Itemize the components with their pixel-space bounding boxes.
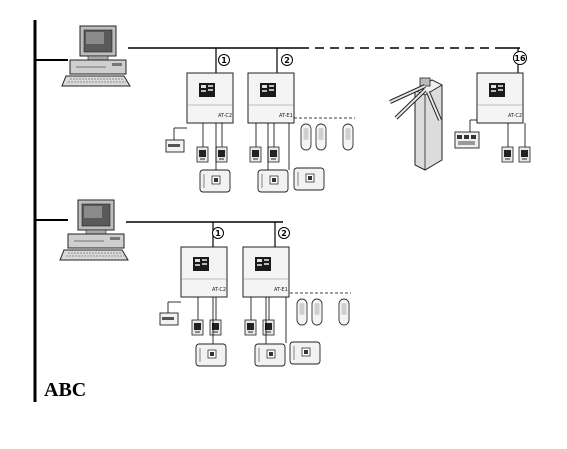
door-reader xyxy=(191,319,204,336)
bus-label: ABC xyxy=(44,379,86,401)
network-1-node-2: 2 AT-E1 xyxy=(247,48,355,193)
node-number-badge xyxy=(513,51,527,65)
controller-label: AT-C2 xyxy=(218,113,232,119)
network-2-node-1: 1 AT-C2 xyxy=(159,222,228,367)
workstation-1 xyxy=(61,25,131,87)
lock-power-unit xyxy=(254,343,286,367)
node-number-badge xyxy=(212,227,224,239)
lock-power-unit xyxy=(293,167,325,191)
node-number: 16 xyxy=(514,54,526,63)
tag-capsule xyxy=(342,123,354,151)
network-1-node-16: 16 AT-C2 xyxy=(389,48,531,171)
door-reader xyxy=(249,146,262,163)
controller-label: AT-E1 xyxy=(274,287,288,293)
tag-capsule xyxy=(315,123,327,151)
controller-label: AT-C2 xyxy=(508,113,522,119)
controller-label: AT-E1 xyxy=(279,113,293,119)
node-number-badge xyxy=(218,54,230,66)
door-reader xyxy=(215,146,228,163)
lock-power-unit xyxy=(199,169,231,193)
controller-label: AT-C2 xyxy=(212,287,226,293)
network-2-node-2: 2 AT-E1 xyxy=(242,222,351,367)
tag-capsule xyxy=(300,123,312,151)
node-number-badge xyxy=(281,54,293,66)
workstation-2 xyxy=(59,199,129,261)
card-reader-badge xyxy=(159,312,179,326)
node-number-badge xyxy=(278,227,290,239)
turnstile xyxy=(389,77,443,171)
door-reader xyxy=(244,319,257,336)
node-number: 1 xyxy=(221,56,227,65)
tag-capsule xyxy=(296,298,308,326)
lock-power-unit xyxy=(289,341,321,365)
node-number: 2 xyxy=(281,229,287,238)
node-number: 2 xyxy=(284,56,290,65)
door-reader xyxy=(196,146,209,163)
door-reader xyxy=(209,319,222,336)
node-number: 1 xyxy=(215,229,221,238)
lock-power-unit xyxy=(257,169,289,193)
tag-capsule xyxy=(338,298,350,326)
turnstile-control-panel xyxy=(454,131,480,149)
door-reader xyxy=(518,146,531,163)
tag-capsule xyxy=(311,298,323,326)
door-reader xyxy=(501,146,514,163)
door-reader xyxy=(267,146,280,163)
card-reader-badge xyxy=(165,139,185,153)
network-1-node-1: 1 AT-C2 xyxy=(165,48,234,193)
door-reader xyxy=(262,319,275,336)
lock-power-unit xyxy=(195,343,227,367)
